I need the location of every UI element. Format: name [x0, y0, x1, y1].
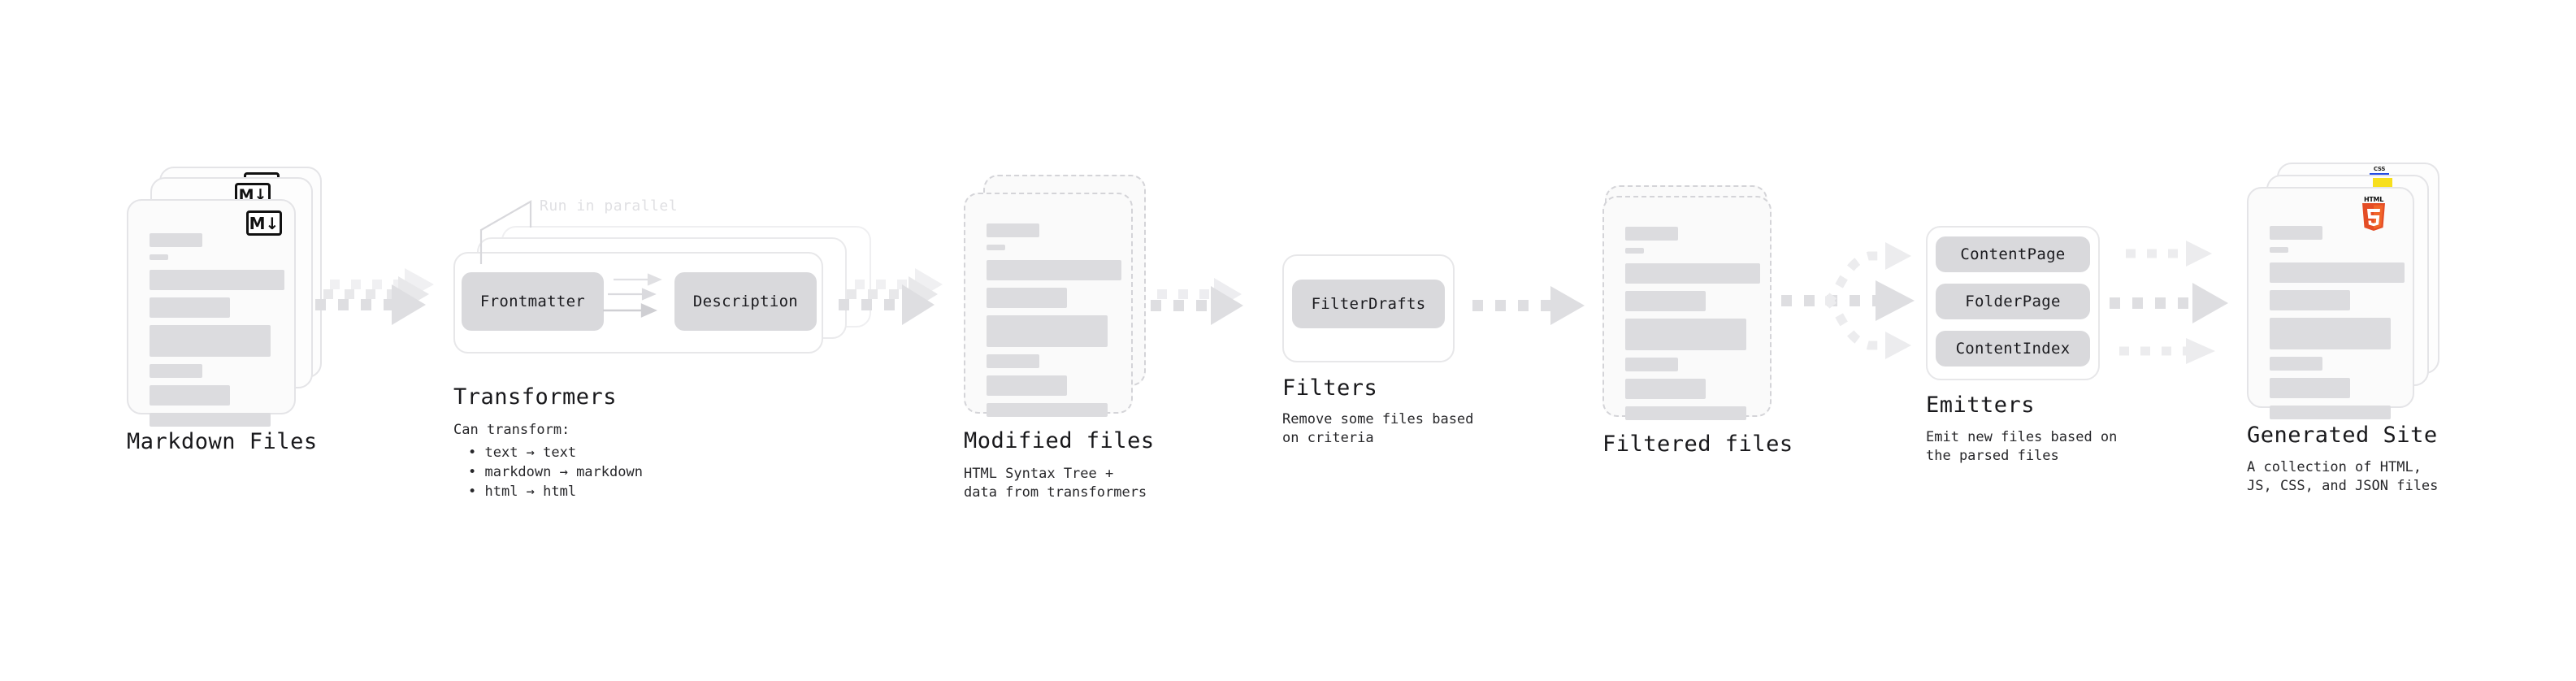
skeleton-bar — [987, 403, 1108, 417]
connector-filtered-to-emitters — [1781, 242, 1915, 359]
skeleton-bar — [1625, 291, 1706, 311]
css-badge-bar — [2370, 173, 2389, 176]
site-skeleton — [2270, 226, 2405, 427]
bullet-item: • markdown → markdown — [468, 464, 643, 480]
stage-title-emitters: Emitters — [1926, 393, 2036, 418]
js-badge — [2373, 178, 2392, 189]
skeleton-bar — [2270, 406, 2391, 419]
skeleton-bar — [150, 233, 202, 247]
filtered-skeleton — [1625, 227, 1760, 427]
skeleton-bar — [987, 288, 1067, 308]
bullet-item: • html → html — [468, 484, 577, 500]
html5-icon-label: HTML — [2363, 196, 2383, 203]
html5-shield — [2362, 203, 2385, 231]
site-card-front: HTML — [2247, 187, 2414, 419]
transformers-bullets: • text → text • markdown → markdown • ht… — [468, 443, 643, 501]
stage-title-markdown-files: Markdown Files — [127, 429, 318, 454]
annotation-run-in-parallel: Run in parallel — [540, 197, 679, 215]
markdown-skeleton — [150, 233, 284, 434]
skeleton-bar — [987, 245, 1005, 250]
skeleton-bar — [987, 223, 1039, 237]
connector-markdown-to-transformers — [315, 268, 434, 325]
skeleton-bar — [1625, 319, 1746, 350]
skeleton-bar — [987, 260, 1121, 280]
skeleton-bar — [150, 254, 168, 260]
modified-files-subtitle: HTML Syntax Tree + data from transformer… — [964, 466, 1147, 501]
filter-chip-filterdrafts[interactable]: FilterDrafts — [1292, 280, 1445, 328]
skeleton-bar — [2270, 247, 2288, 253]
stage-title-filtered-files: Filtered files — [1602, 432, 1793, 457]
skeleton-bar — [150, 297, 230, 318]
emitters-subtitle: Emit new files based on the parsed files — [1926, 429, 2118, 464]
skeleton-bar — [150, 413, 271, 427]
skeleton-bar — [987, 375, 1067, 396]
connector-filters-to-filtered — [1472, 286, 1585, 325]
stage-title-generated-site: Generated Site — [2247, 423, 2438, 448]
skeleton-bar — [1625, 248, 1644, 254]
stage-title-transformers: Transformers — [453, 384, 618, 410]
stage-title-modified-files: Modified files — [964, 428, 1155, 453]
connector-modified-to-filters — [1151, 278, 1243, 325]
skeleton-bar — [987, 315, 1108, 347]
skeleton-bar — [2270, 318, 2391, 349]
markdown-badge: M↓ — [246, 210, 282, 236]
css-badge-label: CSS — [2373, 166, 2386, 172]
markdown-card-front: M↓ — [127, 199, 296, 427]
emitter-chip-contentindex[interactable]: ContentIndex — [1936, 331, 2090, 367]
skeleton-bar — [1625, 227, 1678, 241]
skeleton-bar — [150, 270, 284, 290]
skeleton-bar — [2270, 262, 2405, 283]
emitter-chip-contentpage[interactable]: ContentPage — [1936, 236, 2090, 272]
transformer-chip-description[interactable]: Description — [674, 272, 817, 331]
emitter-chip-folderpage[interactable]: FolderPage — [1936, 284, 2090, 319]
css-badge: CSS — [2370, 166, 2389, 176]
skeleton-bar — [2270, 290, 2350, 310]
skeleton-bar — [1625, 379, 1706, 399]
html5-icon: HTML — [2358, 196, 2389, 236]
skeleton-bar — [1625, 358, 1678, 371]
skeleton-bar — [150, 364, 202, 378]
filtered-card-front — [1602, 196, 1772, 420]
filters-subtitle: Remove some files based on criteria — [1282, 411, 1474, 446]
transformer-chip-frontmatter[interactable]: Frontmatter — [462, 272, 604, 331]
connector-emitters-to-site — [2110, 241, 2228, 364]
bullet-item: • text → text — [468, 445, 577, 461]
modified-card-front — [964, 193, 1133, 417]
transformers-subtitle: Can transform: — [453, 422, 570, 438]
skeleton-bar — [150, 325, 271, 357]
stage-title-filters: Filters — [1282, 375, 1378, 401]
skeleton-bar — [2270, 378, 2350, 398]
modified-skeleton — [987, 223, 1121, 424]
skeleton-bar — [1625, 263, 1760, 284]
generated-site-subtitle: A collection of HTML, JS, CSS, and JSON … — [2247, 459, 2439, 494]
skeleton-bar — [987, 354, 1039, 368]
skeleton-bar — [1625, 406, 1746, 420]
skeleton-bar — [2270, 357, 2322, 371]
skeleton-bar — [150, 385, 230, 406]
skeleton-bar — [2270, 226, 2322, 240]
